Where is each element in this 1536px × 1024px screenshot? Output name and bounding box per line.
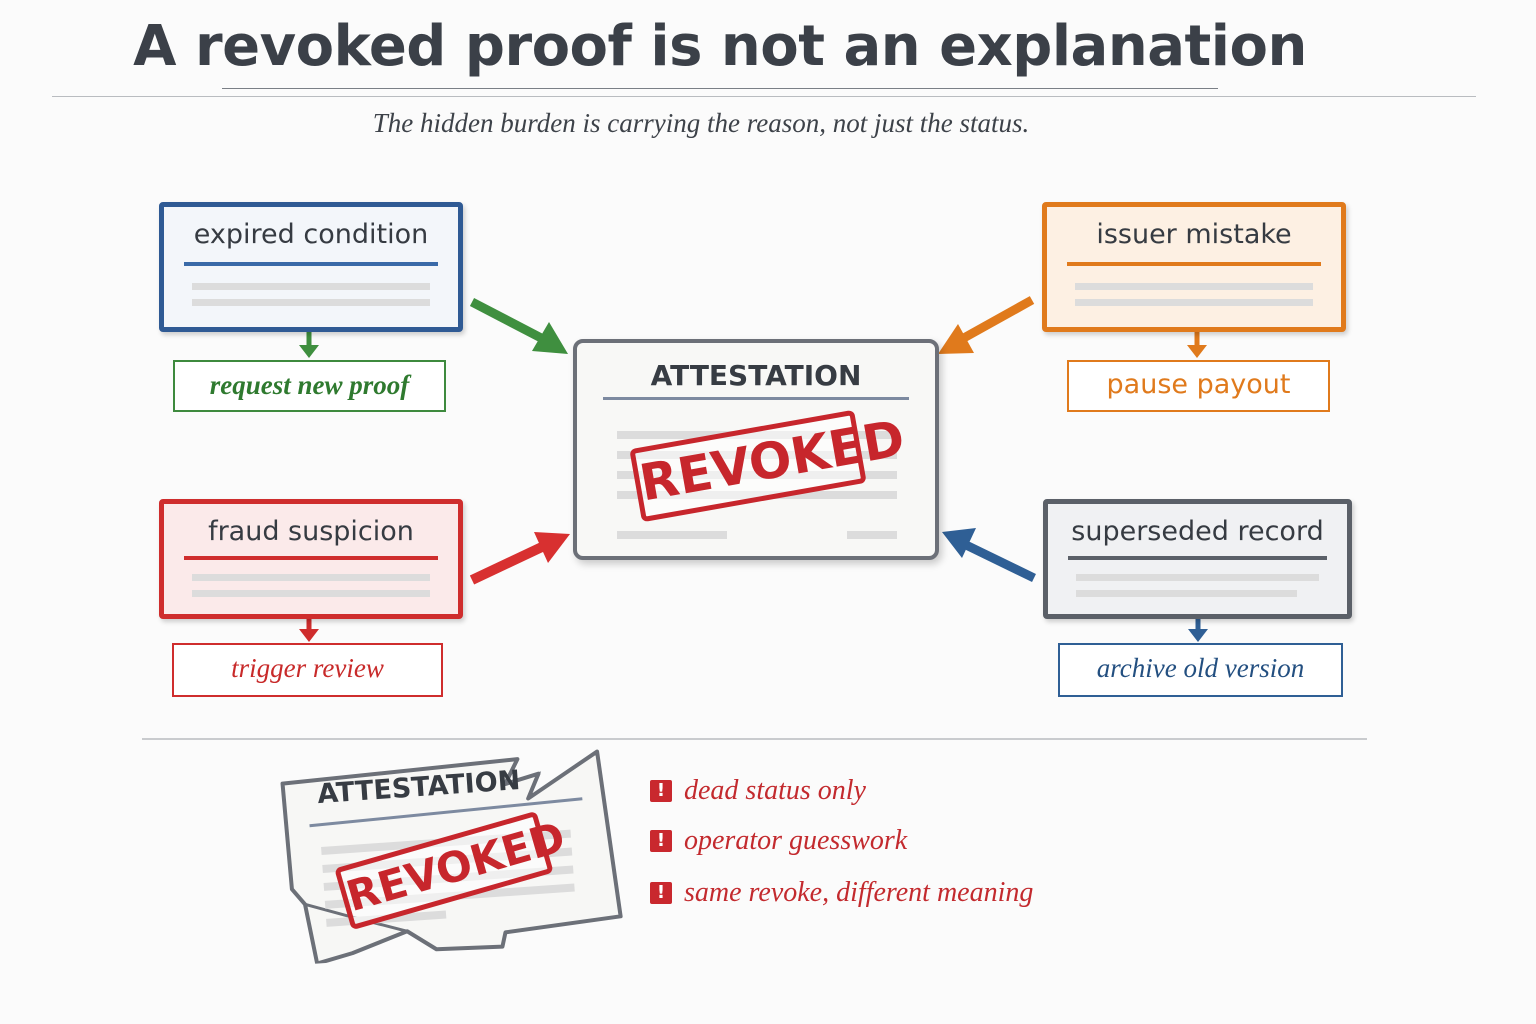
reason-title: issuer mistake bbox=[1096, 219, 1292, 250]
placeholder-line bbox=[1076, 590, 1297, 597]
placeholder-line bbox=[617, 531, 727, 539]
arrow-superseded-to-action bbox=[1188, 619, 1208, 642]
issue-item: !same revoke, different meaning bbox=[650, 877, 1033, 917]
title-underline bbox=[222, 88, 1218, 89]
title-rule bbox=[184, 556, 438, 560]
arrow-superseded-to-attestation bbox=[942, 528, 1036, 583]
exclamation-icon: ! bbox=[650, 882, 672, 904]
reason-title: superseded record bbox=[1071, 516, 1324, 547]
placeholder-line bbox=[192, 590, 430, 597]
placeholder-line bbox=[847, 531, 897, 539]
title-rule bbox=[1067, 262, 1321, 266]
section-divider bbox=[142, 738, 1367, 740]
header-divider bbox=[52, 96, 1476, 97]
arrow-fraud-to-attestation bbox=[469, 532, 570, 585]
page-title: A revoked proof is not an explanation bbox=[133, 14, 1307, 79]
title-rule bbox=[603, 397, 909, 400]
issue-item: !operator guesswork bbox=[650, 825, 907, 865]
attestation-title: ATTESTATION bbox=[650, 359, 862, 392]
arrow-expired-to-action bbox=[299, 332, 319, 358]
action-trigger-review: trigger review bbox=[172, 643, 443, 697]
arrow-fraud-to-action bbox=[299, 619, 319, 642]
page-subtitle: The hidden burden is carrying the reason… bbox=[372, 108, 1030, 138]
placeholder-line bbox=[1075, 283, 1313, 290]
reason-title: expired condition bbox=[193, 219, 429, 250]
arrow-issuer-to-action bbox=[1187, 332, 1207, 358]
revoked-stamp: REVOKED bbox=[629, 409, 909, 523]
exclamation-icon: ! bbox=[650, 830, 672, 852]
reason-card-issuer-mistake: issuer mistake bbox=[1042, 202, 1346, 332]
reason-title: fraud suspicion bbox=[208, 516, 414, 547]
placeholder-line bbox=[192, 574, 430, 581]
placeholder-line bbox=[1076, 574, 1319, 581]
title-rule bbox=[1068, 556, 1327, 560]
broken-attestation-card: ATTESTATION REVOKED bbox=[276, 746, 627, 966]
action-request-new-proof: request new proof bbox=[173, 360, 446, 412]
exclamation-icon: ! bbox=[650, 780, 672, 802]
reason-card-superseded-record: superseded record bbox=[1043, 499, 1352, 619]
attestation-card: ATTESTATION REVOKED bbox=[573, 339, 939, 560]
placeholder-line bbox=[192, 299, 430, 306]
issue-item: !dead status only bbox=[650, 775, 866, 815]
arrow-expired-to-attestation bbox=[469, 298, 568, 354]
action-pause-payout: pause payout bbox=[1067, 360, 1330, 412]
arrow-issuer-to-attestation bbox=[938, 296, 1035, 354]
placeholder-line bbox=[192, 283, 430, 290]
placeholder-line bbox=[1075, 299, 1313, 306]
reason-card-expired-condition: expired condition bbox=[159, 202, 463, 332]
reason-card-fraud-suspicion: fraud suspicion bbox=[159, 499, 463, 619]
action-archive-old-version: archive old version bbox=[1058, 643, 1343, 697]
title-rule bbox=[184, 262, 438, 266]
